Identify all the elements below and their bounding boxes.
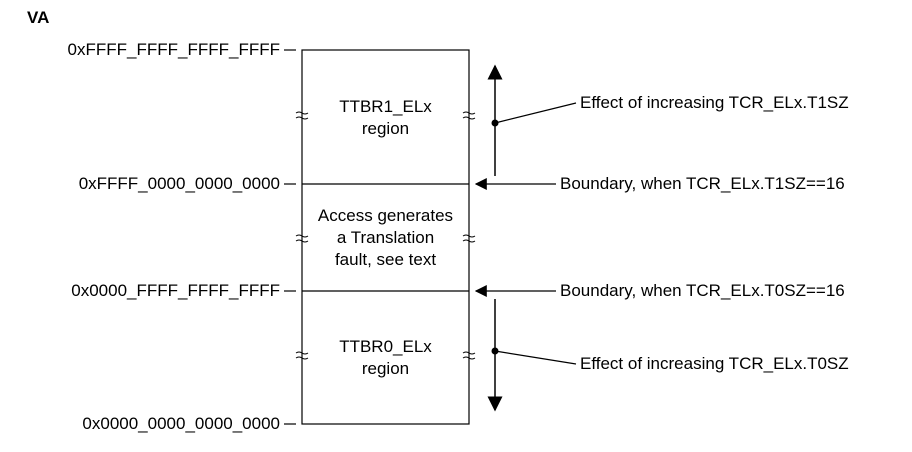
annotation-t0sz-boundary: Boundary, when TCR_ELx.T0SZ==16 [560,281,845,300]
annotation-t1sz-effect: Effect of increasing TCR_ELx.T1SZ [580,93,849,112]
annotation-t0sz-effect: Effect of increasing TCR_ELx.T0SZ [580,354,849,373]
break-mark-left-2 [295,234,309,243]
region-ttbr0-line-1: TTBR0_ELx [339,337,432,356]
t0sz-effect-leader [494,350,577,365]
break-marks [295,111,476,360]
region-ttbr0: TTBR0_ELx region [302,336,469,380]
break-mark-right-1 [462,111,476,120]
region-ttbr1-line-1: TTBR1_ELx [339,97,432,116]
address-bottom: 0x0000_0000_0000_0000 [82,414,280,433]
region-translation-fault: Access generates a Translation fault, se… [302,205,469,271]
region-ttbr1-line-2: region [361,119,410,138]
break-mark-left-3 [295,351,309,360]
region-ttbr1: TTBR1_ELx region [302,96,469,140]
region-fault-line-3: fault, see text [334,250,437,269]
memory-column [301,49,470,425]
address-top: 0xFFFF_FFFF_FFFF_FFFF [67,40,280,59]
break-mark-left-1 [295,111,309,120]
address-upper-boundary: 0xFFFF_0000_0000_0000 [78,174,280,193]
region-fault-line-1: Access generates [317,206,454,225]
t1sz-effect-leader [494,102,577,124]
annotation-t1sz-boundary: Boundary, when TCR_ELx.T1SZ==16 [560,174,845,193]
region-fault-line-2: a Translation [336,228,435,247]
break-mark-right-3 [462,351,476,360]
axis-title: VA [27,8,50,27]
address-lower-boundary: 0x0000_FFFF_FFFF_FFFF [71,281,280,300]
break-mark-right-2 [462,234,476,243]
region-ttbr0-line-2: region [361,359,410,378]
